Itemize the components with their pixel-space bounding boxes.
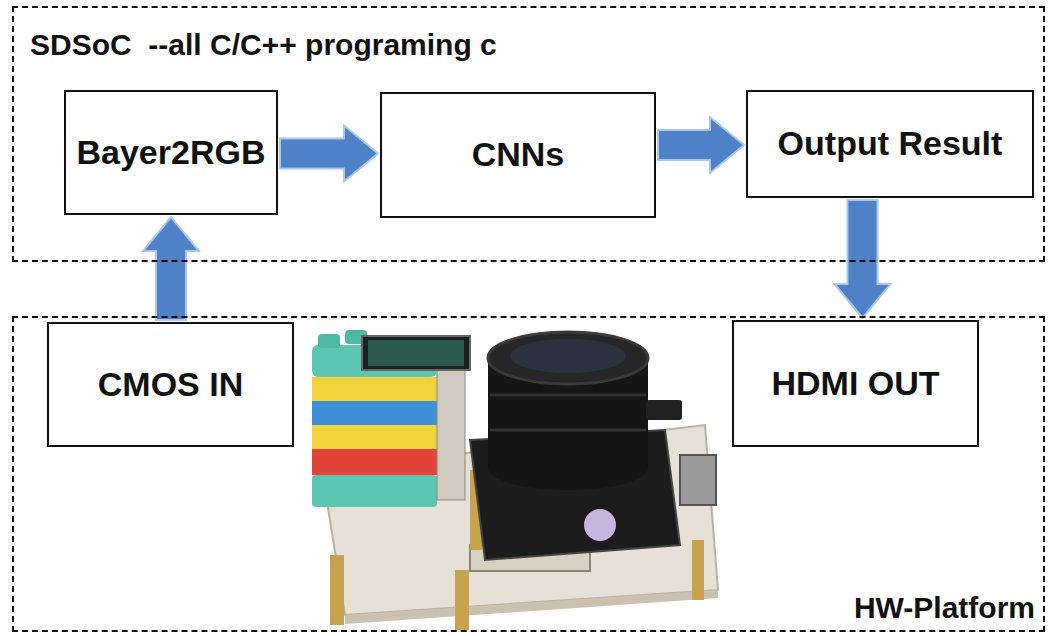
- lens-top: [488, 332, 648, 384]
- lens-bottom: [488, 446, 648, 490]
- dashed-region: HW-Platform CMOS IN HDMI OUT: [12, 316, 1045, 632]
- box-label: HDMI OUT: [771, 364, 939, 403]
- lcd-screen: [362, 336, 470, 370]
- block-arrow: [143, 217, 199, 320]
- stack-layer: [312, 475, 437, 507]
- standoff: [692, 540, 704, 600]
- sticker: [584, 509, 616, 541]
- box-label: Output Result: [778, 124, 1003, 163]
- lens-glass: [510, 339, 626, 373]
- process-box: CNNs: [380, 92, 656, 218]
- lens-ring: [490, 429, 646, 432]
- block-arrow: [658, 117, 744, 173]
- block-arrow: [280, 126, 378, 182]
- ethernet-port: [680, 455, 716, 505]
- process-box: Output Result: [746, 90, 1034, 198]
- stack-bump: [318, 334, 340, 348]
- box-label: CNNs: [472, 135, 565, 174]
- lcd-glass: [368, 340, 464, 366]
- board-edge: [345, 590, 718, 624]
- stack-layer: [312, 425, 437, 449]
- region-label: HW-Platform: [854, 591, 1035, 624]
- process-box: Bayer2RGB: [64, 90, 278, 215]
- region-label: SDSoC --all C/C++ programing c: [30, 28, 497, 61]
- block-arrow: [835, 200, 891, 318]
- stack-layer: [312, 401, 437, 425]
- lens-knob: [646, 400, 682, 420]
- process-box: CMOS IN: [47, 322, 294, 447]
- stack-layer: [312, 377, 437, 401]
- dashed-region: SDSoC --all C/C++ programing c Bayer2RGB C…: [12, 6, 1045, 262]
- box-label: Bayer2RGB: [77, 133, 266, 172]
- pin-header: [437, 360, 465, 500]
- standoff: [455, 570, 469, 630]
- standoff: [330, 555, 344, 625]
- process-box: HDMI OUT: [732, 320, 979, 447]
- lens-ring: [490, 394, 646, 397]
- stack-layer: [312, 449, 437, 475]
- box-label: CMOS IN: [98, 365, 243, 404]
